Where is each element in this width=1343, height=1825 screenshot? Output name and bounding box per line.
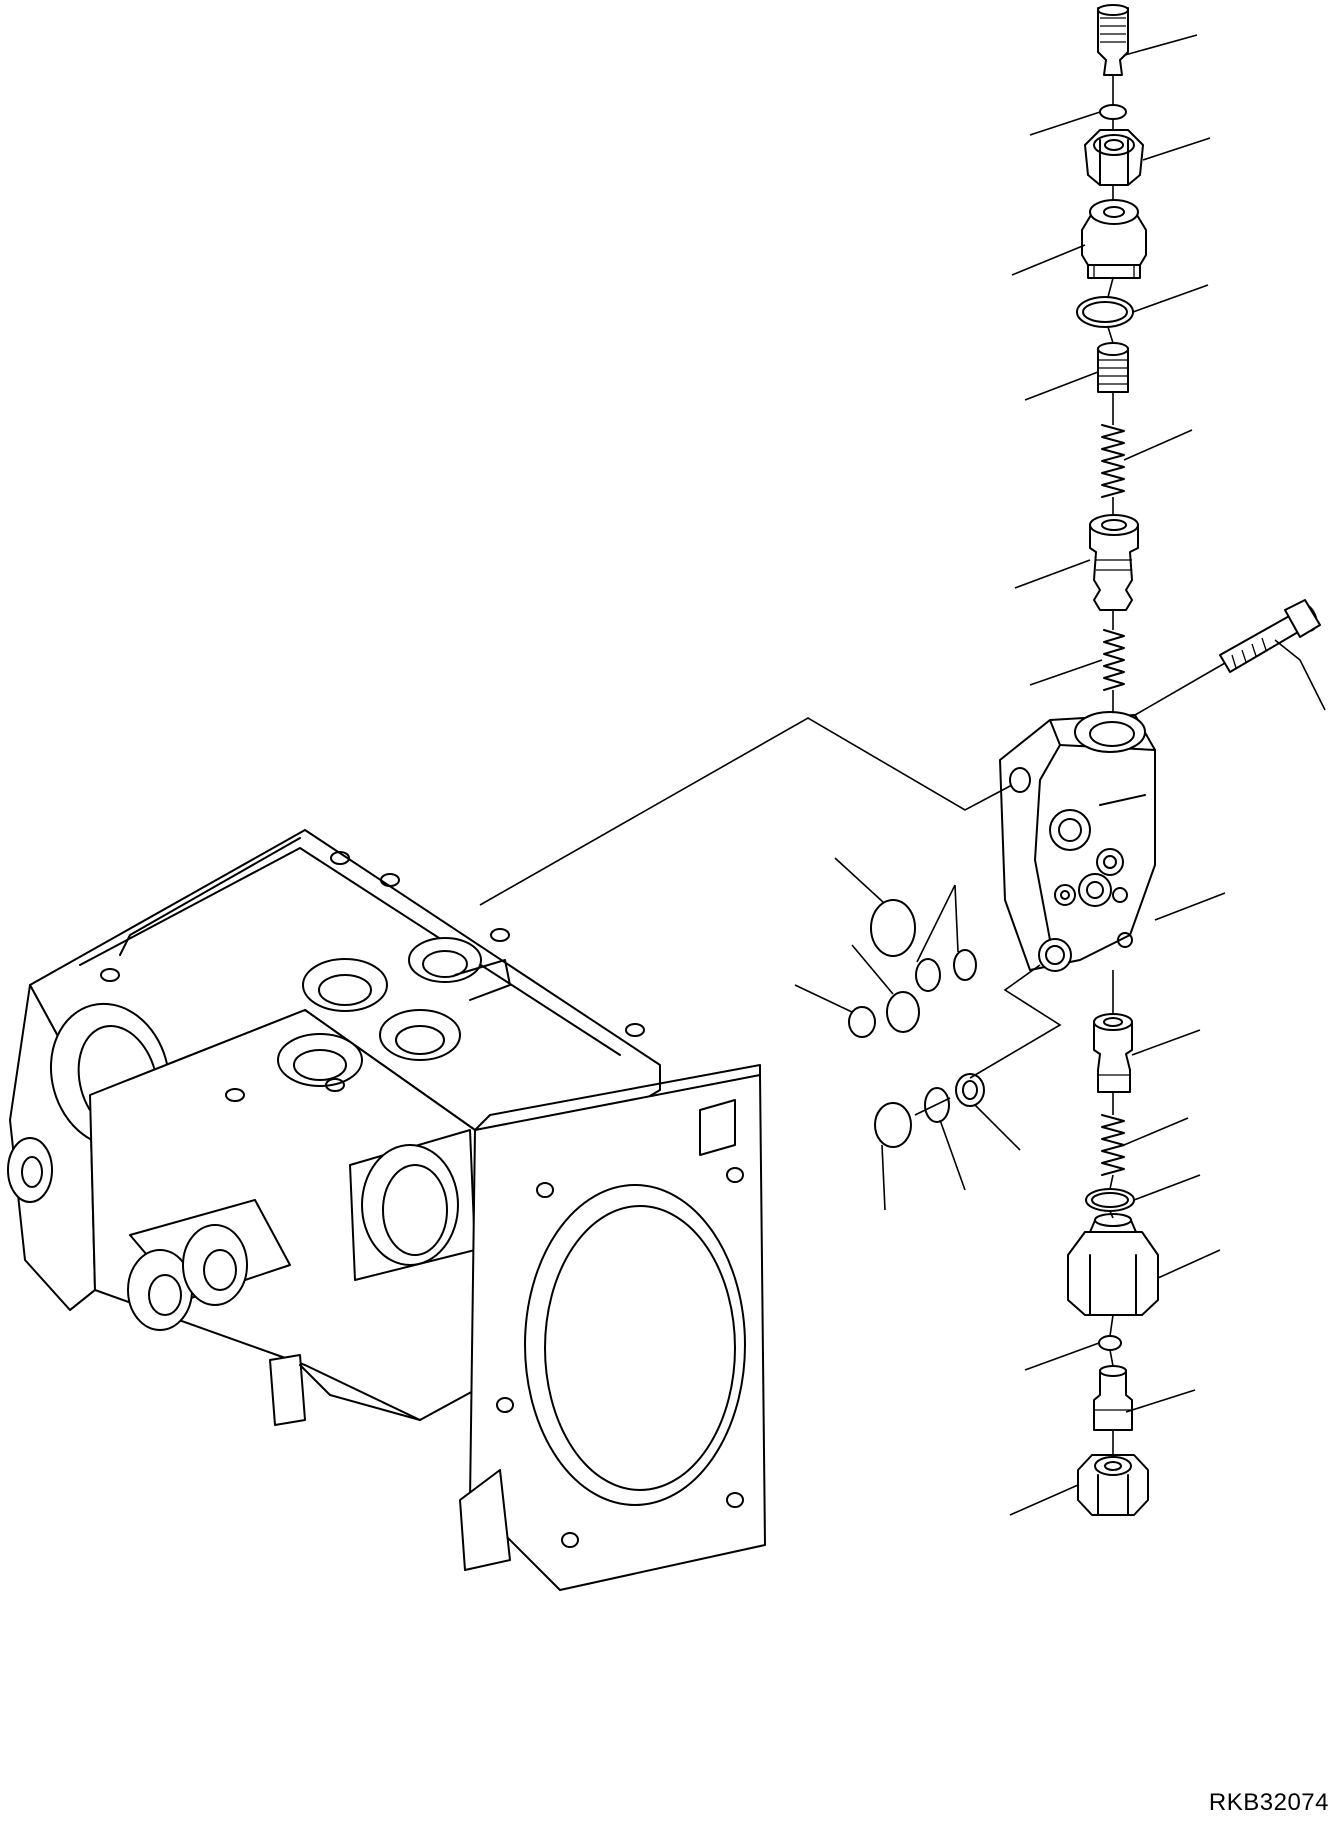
seal-rings (848, 899, 985, 1148)
valve-block (999, 711, 1156, 972)
valve-stack-upper (1076, 4, 1147, 691)
valve-stack-lower (1067, 1013, 1159, 1516)
mounting-screw (1219, 599, 1321, 673)
drawing-reference-code: RKB32074 (1208, 1789, 1329, 1816)
pump-housing (7, 829, 766, 1591)
leader-lines (794, 34, 1326, 1516)
assembly-lines (479, 75, 1226, 1457)
